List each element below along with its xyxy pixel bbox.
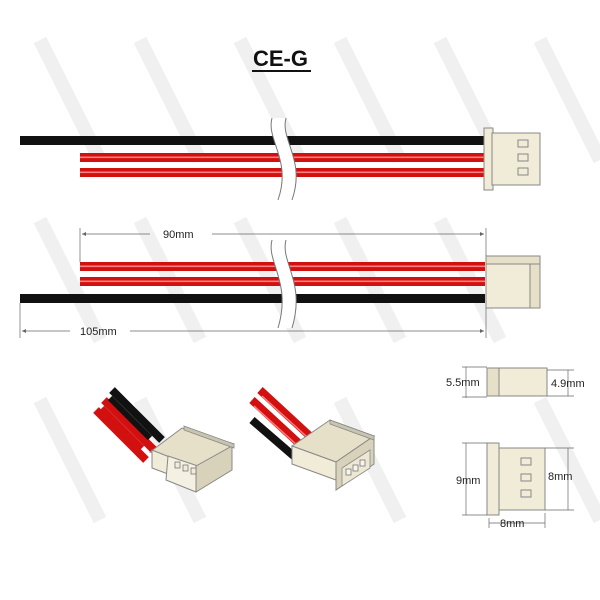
black-wire xyxy=(20,294,485,303)
connector-housing xyxy=(483,127,541,191)
connector-3d-view-front xyxy=(93,387,236,493)
black-wire xyxy=(20,136,485,145)
dimension-label: 105mm xyxy=(80,326,117,338)
dimension-label: 9mm xyxy=(456,475,480,487)
connector-side-view xyxy=(485,255,541,309)
dimension-label: 5.5mm xyxy=(446,377,480,389)
dimension-105mm: 105mm xyxy=(19,303,487,338)
dimension-90mm: 90mm xyxy=(79,228,487,262)
dimension-label: 90mm xyxy=(163,229,194,241)
diagram-title: CE-G xyxy=(253,46,308,71)
wire-break-mark xyxy=(271,118,297,200)
connector-3d-view-rear xyxy=(249,387,376,491)
dimension-label: 8mm xyxy=(500,518,524,530)
connector-front-dimension-view: 9mm 8mm 8mm xyxy=(456,442,574,530)
top-cable-assembly xyxy=(20,117,541,201)
dimension-label: 8mm xyxy=(548,471,572,483)
side-cable-assembly: 90mm 105mm xyxy=(19,228,541,338)
wire-break-mark xyxy=(271,240,297,328)
connector-side-dimension-view: 5.5mm 4.9mm xyxy=(446,366,585,398)
dimension-label: 4.9mm xyxy=(551,378,585,390)
